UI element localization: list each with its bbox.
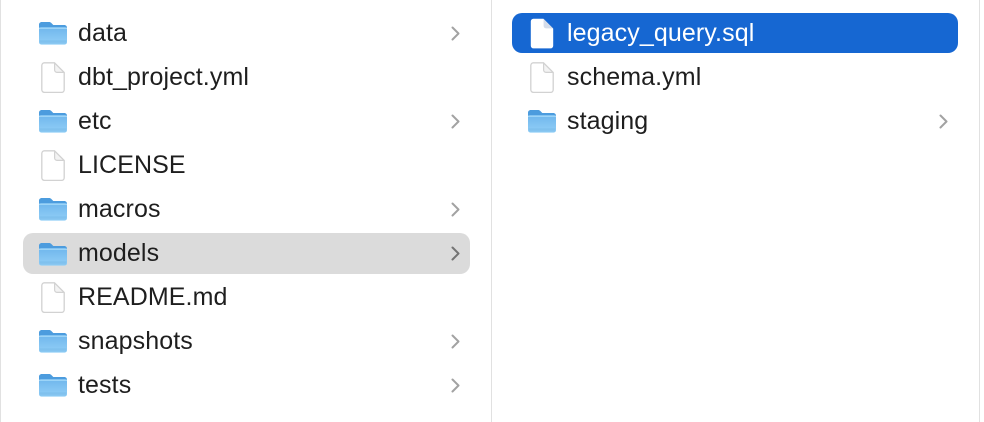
folder-icon [526,105,558,137]
document-icon [37,281,69,313]
chevron-right-icon [939,114,948,129]
file-name: etc [78,106,112,135]
file-name: models [78,239,160,267]
file-name: README.md [78,282,228,311]
chevron-right-icon [451,246,460,261]
document-icon [37,61,69,93]
file-row[interactable]: README.md [23,275,470,319]
file-name: dbt_project.yml [78,62,250,91]
folder-icon [37,105,69,137]
document-icon [526,61,558,93]
file-row[interactable]: tests [23,363,470,407]
file-row[interactable]: staging [512,99,958,143]
chevron-right-icon [451,202,460,217]
file-name: snapshots [78,326,193,355]
file-row[interactable]: models [23,233,470,274]
chevron-right-icon [451,378,460,393]
file-row[interactable]: dbt_project.yml [23,55,470,99]
file-row[interactable]: legacy_query.sql [512,13,958,53]
file-name: macros [78,194,161,223]
file-row[interactable]: schema.yml [512,55,958,99]
document-icon [37,149,69,181]
file-column-left[interactable]: data dbt_project.yml etc LICENSE macros … [0,0,492,422]
chevron-right-icon [451,334,460,349]
file-name: LICENSE [78,150,186,179]
file-row[interactable]: snapshots [23,319,470,363]
folder-icon [37,238,69,270]
chevron-right-icon [451,26,460,41]
file-row[interactable]: etc [23,99,470,143]
file-name: schema.yml [567,62,702,91]
file-name: staging [567,106,649,135]
file-column-right[interactable]: legacy_query.sql schema.yml staging [492,0,980,422]
file-row[interactable]: LICENSE [23,143,470,187]
folder-icon [37,325,69,357]
file-row[interactable]: data [23,11,470,55]
folder-icon [37,17,69,49]
file-row[interactable]: macros [23,187,470,231]
file-name: legacy_query.sql [567,18,755,47]
file-name: tests [78,370,132,399]
folder-icon [37,369,69,401]
document-icon [526,17,558,49]
folder-icon [37,193,69,225]
chevron-right-icon [451,114,460,129]
file-name: data [78,18,128,47]
